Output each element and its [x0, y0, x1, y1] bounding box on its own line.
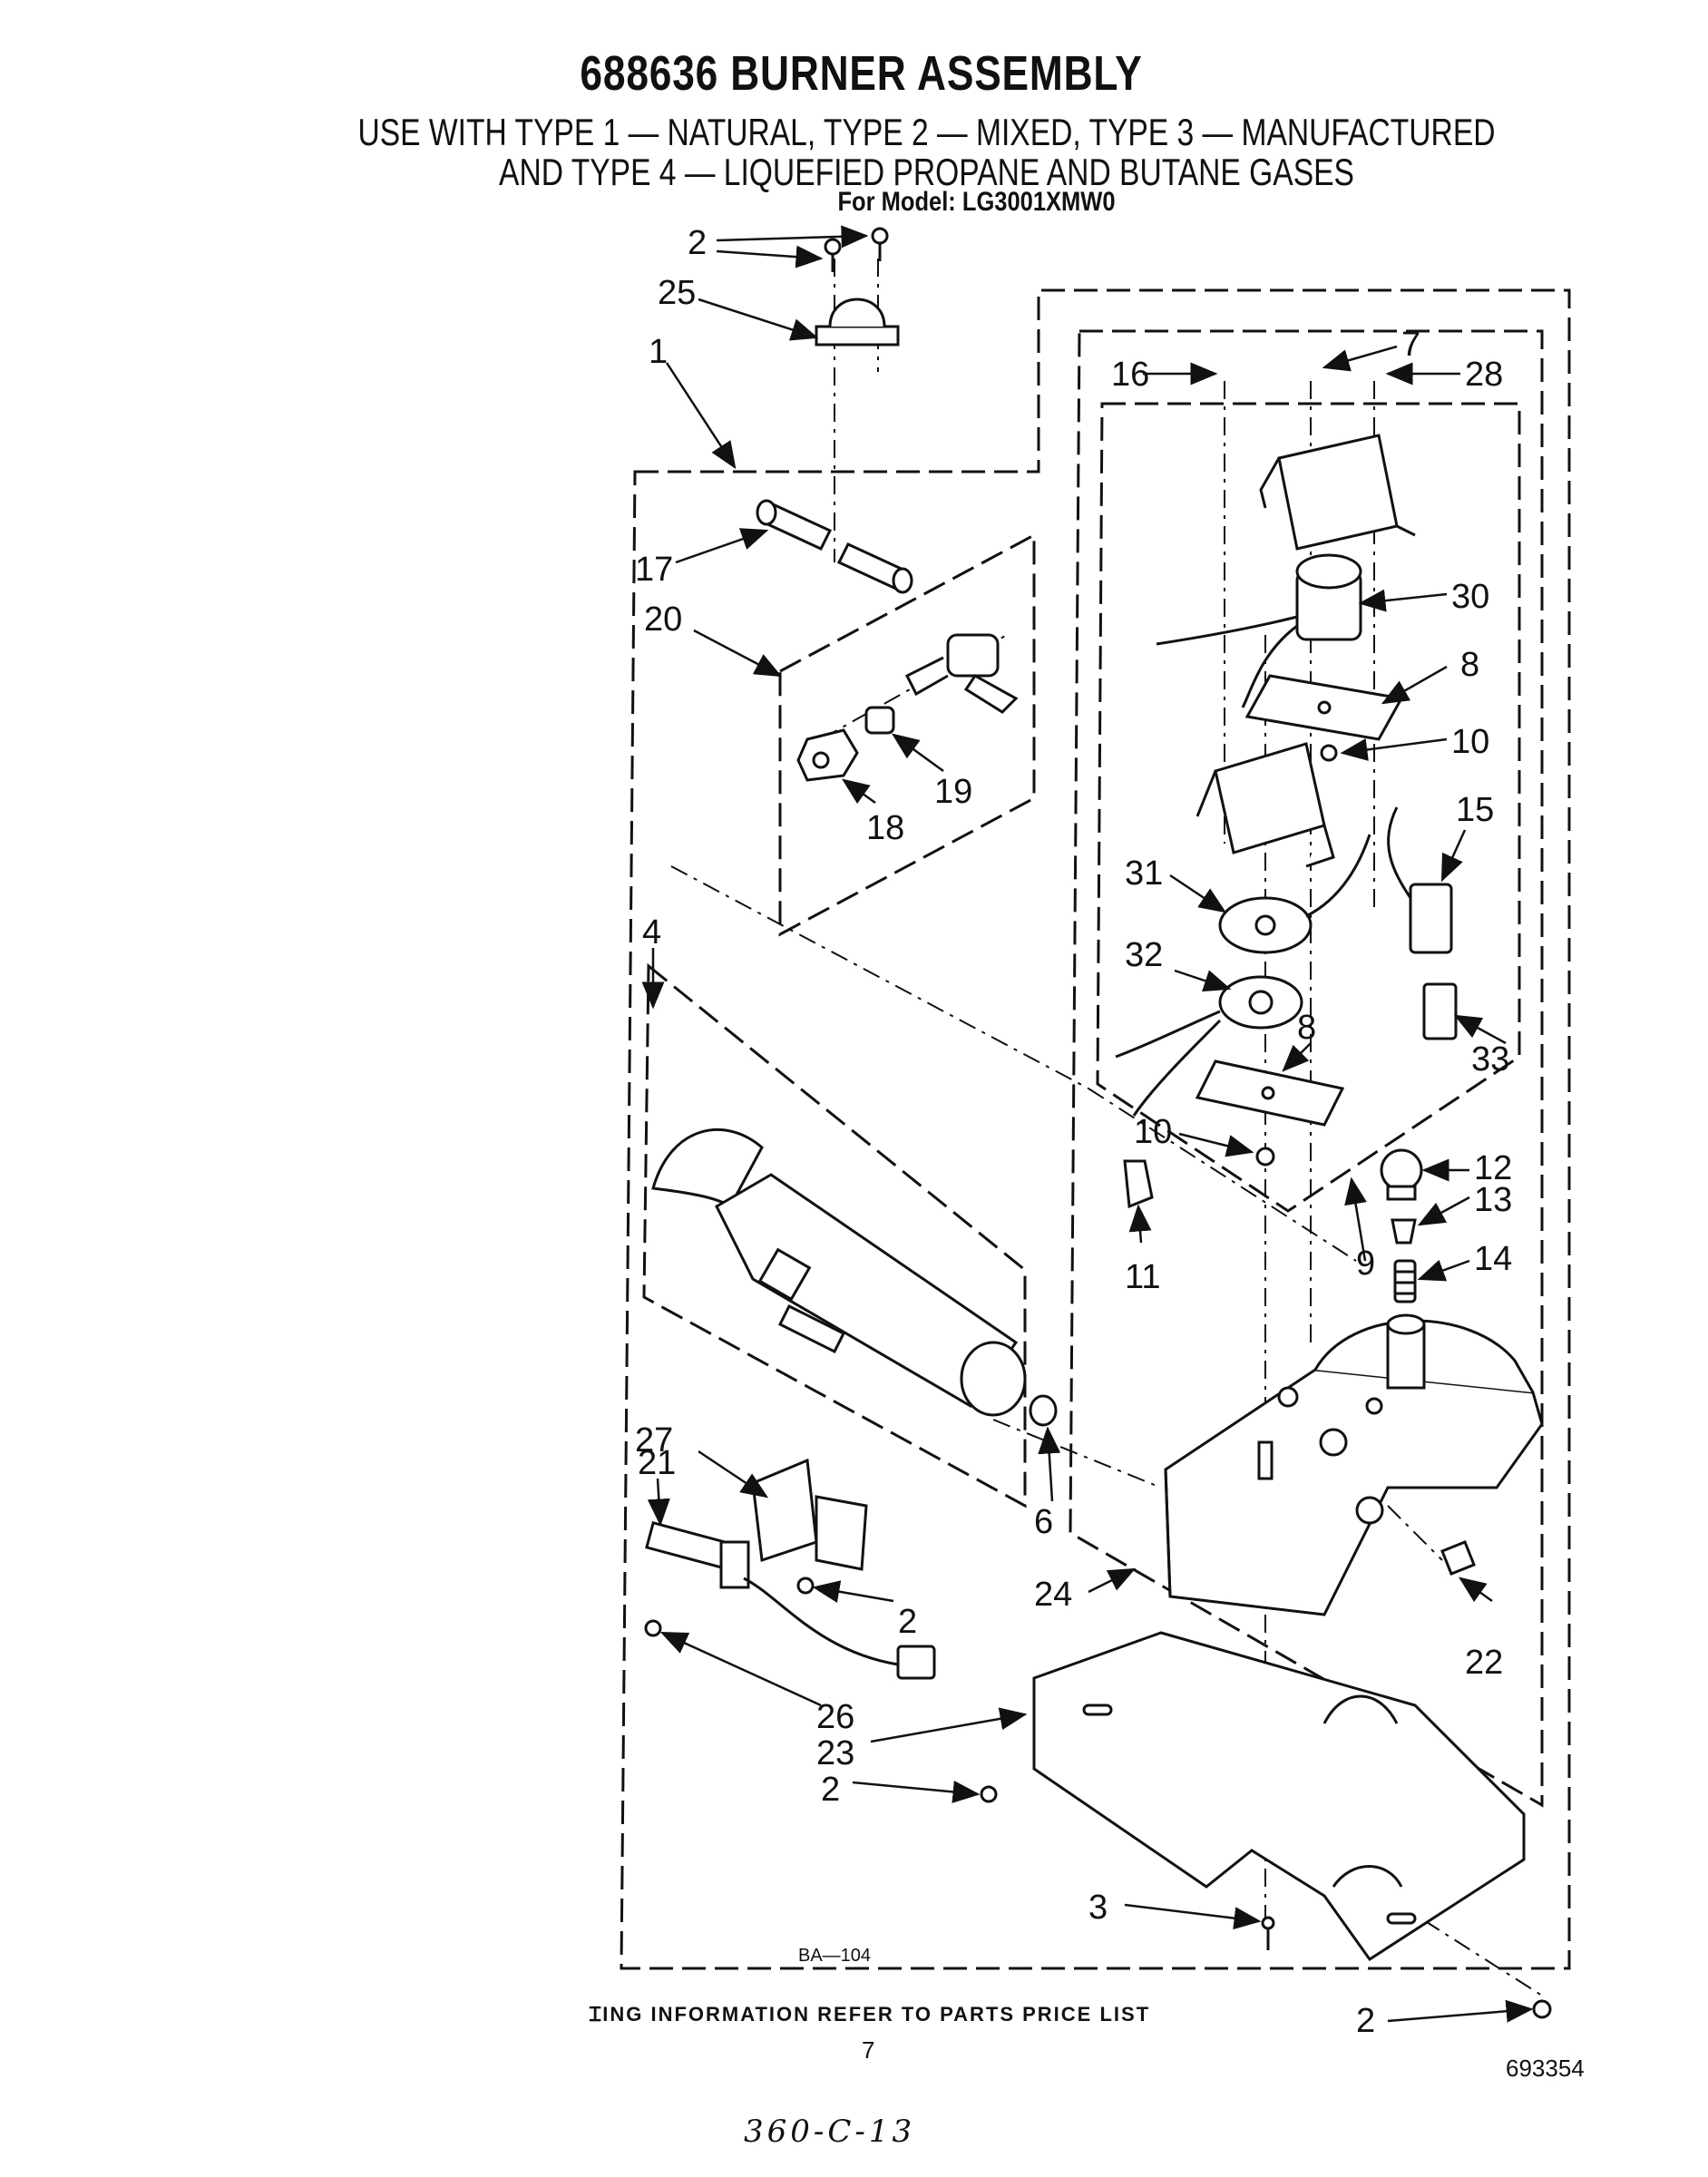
coil-bracket-mid — [1196, 742, 1335, 868]
callout-33: 33 — [1471, 1040, 1509, 1079]
shutoff-valve-assembly-boundary — [778, 532, 1036, 937]
igniter-21 — [645, 1520, 936, 1680]
callout-15: 15 — [1456, 791, 1494, 829]
callout-32: 32 — [1125, 936, 1163, 974]
screws-2-lower — [644, 1577, 1552, 2019]
piece-13 — [1391, 1218, 1417, 1245]
shutoff-valve — [904, 633, 1019, 714]
coil-bracket-top — [1259, 434, 1416, 551]
callout-30: 30 — [1451, 578, 1489, 616]
callout-13: 13 — [1474, 1181, 1512, 1219]
callout-4: 4 — [642, 913, 661, 952]
subtitle-line-2: AND TYPE 4 — LIQUEFIED PROPANE AND BUTAN… — [499, 151, 1354, 193]
gas-valve-body-24 — [1164, 1313, 1544, 1616]
cap-12 — [1380, 1148, 1423, 1201]
callout-22: 22 — [1465, 1644, 1503, 1682]
callout-14: 14 — [1474, 1240, 1512, 1278]
ref-code: BA—104 — [798, 1946, 871, 1966]
center-lines — [670, 259, 1543, 1996]
callout-17: 17 — [635, 551, 673, 589]
callout-6: 6 — [1034, 1503, 1053, 1541]
washer-10-top — [1320, 744, 1338, 762]
plate-8-top — [1244, 674, 1404, 741]
callout-31: 31 — [1125, 854, 1163, 893]
callout-20: 20 — [644, 600, 682, 639]
callout-27: 27 — [635, 1421, 673, 1459]
callout-2: 2 — [688, 224, 707, 262]
callout-2: 2 — [898, 1603, 917, 1641]
callout-2: 2 — [1356, 2002, 1375, 2040]
callout-12: 12 — [1474, 1149, 1512, 1187]
callout-25: 25 — [658, 274, 696, 312]
callout-3: 3 — [1088, 1889, 1108, 1927]
callout-8: 8 — [1297, 1009, 1316, 1047]
callout-26: 26 — [816, 1698, 854, 1736]
callout-16: 16 — [1111, 356, 1149, 394]
screw-3 — [1261, 1916, 1275, 1950]
callout-28: 28 — [1465, 356, 1503, 394]
callout-10: 10 — [1451, 723, 1489, 761]
diagram-title: 688636 BURNER ASSEMBLY — [580, 46, 1143, 101]
callout-2: 2 — [821, 1771, 840, 1809]
manifold-bracket-23 — [1032, 1631, 1526, 1962]
nut-18 — [796, 728, 859, 782]
plug-11 — [1123, 1159, 1154, 1209]
coil-kit-boundary — [1096, 402, 1521, 1213]
clip-bracket-25 — [815, 298, 900, 347]
parts — [644, 227, 1552, 2019]
callout-7: 7 — [1401, 326, 1420, 364]
coil-32 — [1115, 975, 1303, 1117]
callout-21: 21 — [638, 1444, 676, 1482]
washer-10-lower — [1255, 1147, 1275, 1167]
screws-2-top — [824, 227, 889, 272]
footer-note: ꞮING INFORMATION REFER TO PARTS PRICE LI… — [590, 2003, 1151, 2026]
fitting-19 — [864, 706, 895, 735]
burner-tube-4 — [651, 1128, 1027, 1417]
coil-30 — [1156, 553, 1362, 708]
callout-10: 10 — [1134, 1113, 1172, 1151]
callout-23: 23 — [816, 1734, 854, 1772]
subtitle-line-1: USE WITH TYPE 1 — NATURAL, TYPE 2 — MIXE… — [357, 111, 1496, 153]
callout-1: 1 — [649, 333, 668, 371]
burner-tube-assembly-boundary — [642, 962, 1027, 1508]
fitting-22 — [1440, 1540, 1476, 1576]
model-label: For Model: LG3001XMW0 — [837, 187, 1116, 217]
spring-14 — [1393, 1259, 1417, 1303]
valve-assembly-boundary — [1069, 329, 1544, 1808]
callout-8: 8 — [1460, 646, 1479, 684]
terminal-block-33 — [1422, 982, 1458, 1040]
callout-24: 24 — [1034, 1576, 1072, 1614]
document-number: 693354 — [1506, 2055, 1585, 2082]
plate-8-lower — [1195, 1059, 1345, 1127]
outer-assembly-boundary — [620, 288, 1571, 1970]
orifice-6 — [1029, 1394, 1058, 1427]
callout-9: 9 — [1356, 1245, 1375, 1283]
coil-31 — [1218, 834, 1371, 954]
handwritten-note: 360-C-13 — [744, 2114, 916, 2150]
tube-connector-17 — [756, 499, 913, 594]
bracket-27 — [751, 1458, 868, 1571]
callout-18: 18 — [866, 809, 904, 847]
connector-15 — [1387, 806, 1453, 954]
callout-19: 19 — [934, 773, 972, 811]
callout-11: 11 — [1125, 1258, 1160, 1296]
callout-numbers: 2 25 1 16 7 28 17 20 30 8 10 19 18 15 31… — [635, 224, 1512, 2040]
leader-lines — [641, 225, 1534, 2023]
page-number: 7 — [862, 2036, 875, 2064]
